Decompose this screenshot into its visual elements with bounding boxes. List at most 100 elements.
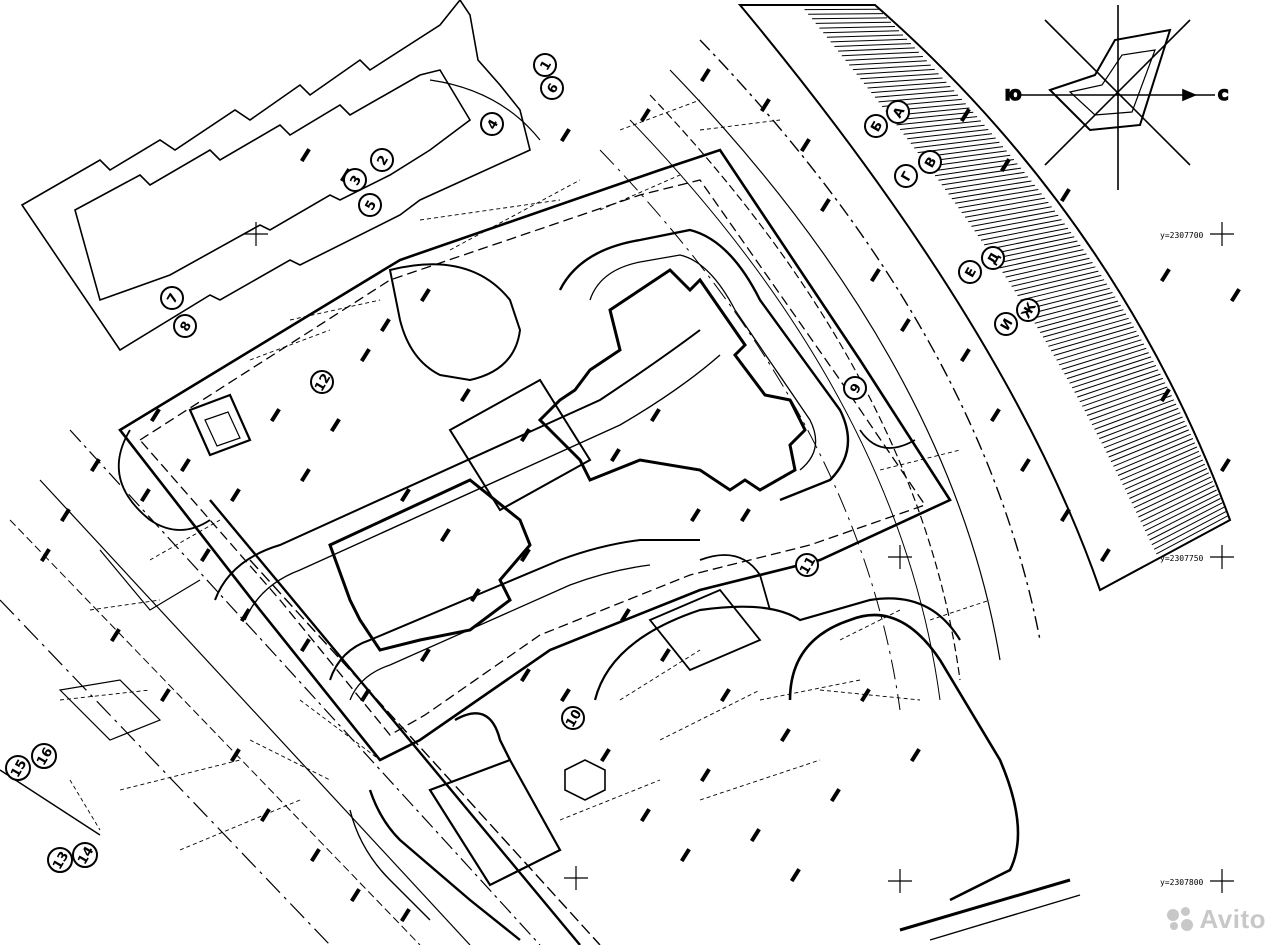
compass-rose: Ю С [1004,5,1229,190]
annotation-mark [699,768,711,783]
hatch-stroke [826,34,904,38]
annotation-mark [760,98,771,113]
hatch-stroke [984,227,1069,246]
annotation-mark [260,808,271,823]
annotation-mark [160,688,171,703]
annotation-mark [59,508,71,523]
annotation-mark [799,138,811,153]
leader-line [59,689,151,701]
axis-bubble-22: Е [958,260,982,284]
annotation-mark [300,638,311,653]
hatch-stroke [1061,343,1145,370]
annotation-mark [439,528,451,543]
hatch-stroke [1142,489,1217,527]
hatch-stroke [856,68,935,75]
annotation-mark [150,408,161,423]
axis-bubble-11: 11 [795,553,819,577]
hatch-stroke [815,21,892,24]
hatch-stroke [931,159,1014,172]
axis-bubble-14: 14 [72,842,98,868]
annotation-mark [830,788,841,803]
hatch-stroke [1023,283,1108,306]
hatch-stroke [845,56,923,61]
annotation-mark [609,448,621,463]
axis-bubble-21: Д [981,246,1005,270]
hatch-stroke [1056,335,1140,361]
hatch-stroke [958,193,1042,209]
hatch-stroke [980,223,1065,241]
annotation-mark [400,488,411,503]
hatch-stroke [1110,429,1189,463]
hatch-stroke [996,244,1081,264]
annotation-marks [40,68,1241,923]
annotation-mark [519,668,531,683]
annotation-mark [239,608,251,623]
hatch-stroke [1144,493,1219,532]
hatch-stroke [1034,300,1119,324]
leader-lines [59,99,991,851]
leader-line [819,689,921,701]
axis-bubble-19: В [918,150,942,174]
annotation-mark [860,688,871,703]
annotation-mark [870,268,881,283]
hatch-stroke [1103,416,1183,449]
hatch-stroke [999,249,1084,269]
annotation-mark [300,148,311,163]
axis-bubble-12: 12 [310,370,334,394]
axis-bubble-7: 7 [160,286,184,310]
hatch-stroke [1053,330,1137,356]
hatch-stroke [1005,257,1090,278]
access-road [349,597,1081,941]
annotation-mark [989,408,1001,423]
hatch-stroke [1129,463,1206,499]
annotation-mark [660,648,671,663]
compass-north-label: С [1218,88,1228,104]
axis-bubble-1: 1 [533,53,557,77]
hatch-stroke [1028,292,1113,315]
hatch-stroke [968,206,1052,223]
hatch-stroke [838,47,915,52]
coord-label-3: y=2307800 [1160,878,1204,887]
hatch-stroke [993,240,1078,260]
annotation-mark [420,648,431,663]
hatch-stroke [1045,317,1129,343]
annotation-mark [1060,188,1071,203]
hatch-stroke [1017,274,1102,297]
hatch-stroke [834,43,912,47]
leader-line [289,299,381,321]
hatch-stroke [1014,270,1099,292]
hatch-stroke [1124,455,1202,490]
annotation-mark [110,628,121,643]
annotation-mark [270,408,281,423]
annotation-mark [820,198,831,213]
coordinate-grid-marks [244,222,1234,893]
hatch-stroke [841,51,919,57]
hatch-stroke [1089,390,1170,421]
coord-label-2: y=2307750 [1160,554,1204,563]
hatch-stroke [1050,326,1134,352]
annotation-mark [420,288,431,303]
hatch-stroke [1099,407,1179,440]
hatch-stroke [1135,476,1212,513]
leader-line [659,689,761,741]
annotation-mark [1100,548,1111,563]
existing-building-outline [20,0,541,352]
annotation-mark [230,488,241,503]
hatch-stroke [1008,262,1093,283]
hatch-stroke [1133,472,1210,509]
annotation-mark [330,418,341,433]
axis-bubble-9: 9 [843,376,867,400]
annotation-mark [360,688,371,703]
annotation-mark [1220,458,1231,473]
axis-bubble-3: 3 [343,168,367,192]
hatch-stroke [1122,450,1200,486]
hatch-stroke [1113,433,1191,467]
annotation-mark [959,348,971,363]
annotation-mark [1160,388,1171,403]
hatch-stroke [1086,386,1168,416]
hatch-stroke [1042,313,1127,338]
hatch-stroke [1156,515,1229,555]
hatch-stroke [852,64,931,71]
axis-bubble-16: 16 [31,743,57,769]
annotation-mark [910,748,921,763]
